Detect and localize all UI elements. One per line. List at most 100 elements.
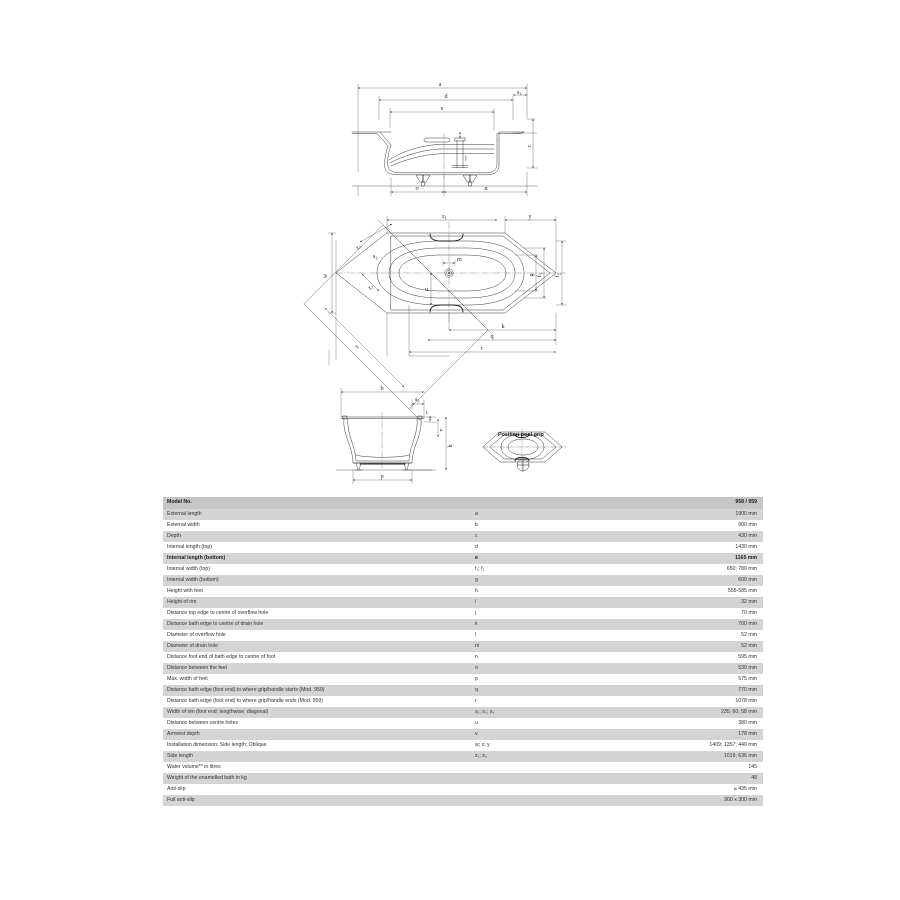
table-row: Anti-slip ⌀ 435 mm — [163, 784, 763, 795]
row-label: Height with feet — [163, 586, 471, 597]
row-label: Height of rim — [163, 597, 471, 608]
row-value: 770 mm — [619, 685, 763, 696]
row-label: Max. width of feet — [163, 674, 471, 685]
row-symbol: w; x; y — [471, 740, 619, 751]
dim-label-e: e — [441, 105, 444, 112]
row-symbol — [471, 795, 619, 806]
table-row: Installation dimension; Side length; Obl… — [163, 740, 763, 751]
row-label: Distance between the feet — [163, 663, 471, 674]
dim-label-z2: z2 — [366, 283, 375, 292]
row-symbol: o — [471, 663, 619, 674]
row-symbol: g — [471, 575, 619, 586]
row-value: 1165 mm — [619, 553, 763, 564]
table-row: Distance foot end of bath edge to centre… — [163, 652, 763, 663]
plan-view-group — [303, 215, 567, 421]
row-value: ⌀ 435 mm — [619, 784, 763, 795]
pool-grip-group — [482, 428, 567, 473]
dim-label-v: v — [438, 428, 445, 432]
row-symbol: d — [471, 542, 619, 553]
table-row: Distance bath edge (foot end) to where g… — [163, 696, 763, 707]
row-label: Internal width (bottom) — [163, 575, 471, 586]
row-label: Weight of the enamelled bath in kg — [163, 773, 471, 784]
row-value: 595 mm — [619, 652, 763, 663]
row-symbol: k — [471, 619, 619, 630]
row-value: 1078 mm — [619, 696, 763, 707]
row-symbol: r — [471, 696, 619, 707]
dim-label-b: b — [380, 385, 383, 392]
row-label: Distance foot end of bath edge to centre… — [163, 652, 471, 663]
table-row: Distance bath edge to centre of drain ho… — [163, 619, 763, 630]
dim-label-h: h — [447, 444, 454, 448]
row-label: Installation dimension; Side length; Obl… — [163, 740, 471, 751]
dim-label-j: j — [464, 154, 467, 161]
row-label: Armrest depth — [163, 729, 471, 740]
header-value: 958 / 959 — [619, 497, 763, 509]
dim-label-r: r — [481, 345, 483, 352]
row-value: 52 mm — [619, 641, 763, 652]
row-label: External width — [163, 520, 471, 531]
row-label: Internal length (top) — [163, 542, 471, 553]
dim-label-g: g — [528, 273, 535, 276]
dim-label-z1: z1 — [442, 213, 447, 220]
row-symbol: h — [471, 586, 619, 597]
row-value: 48 — [619, 773, 763, 784]
row-value: 900 mm — [619, 520, 763, 531]
row-label: Internal width (top) — [163, 564, 471, 575]
row-value: 530 mm — [619, 663, 763, 674]
row-value: 575 mm — [619, 674, 763, 685]
dim-label-s1: s1 — [517, 89, 522, 96]
row-label: Distance bath edge (foot end) to where g… — [163, 685, 471, 696]
dim-label-a: a — [439, 81, 442, 88]
dim-label-s2: s2 — [373, 253, 378, 260]
row-value: 1409; 1357; 440 mm — [619, 740, 763, 751]
row-value: 555-585 mm — [619, 586, 763, 597]
row-symbol: l — [471, 630, 619, 641]
dim-label-s3: s3 — [415, 396, 420, 403]
dim-label-o: o — [415, 185, 418, 192]
row-label: Diameter of overflow hole — [163, 630, 471, 641]
row-symbol: p — [471, 674, 619, 685]
row-symbol: u — [471, 718, 619, 729]
table-row: Weight of the enamelled bath in kg 48 — [163, 773, 763, 784]
dim-label-d: d — [444, 93, 448, 100]
row-value: 600 mm — [619, 575, 763, 586]
dim-label-u: u — [425, 286, 428, 293]
side-elevation-group — [351, 83, 538, 197]
row-label: Full anti-slip — [163, 795, 471, 806]
row-symbol: c — [471, 531, 619, 542]
row-label: Distance bath edge (foot end) to where g… — [163, 696, 471, 707]
row-symbol — [471, 762, 619, 773]
table-row: Width of rim (foot end; lengthwise; diag… — [163, 707, 763, 718]
row-label: Side length — [163, 751, 471, 762]
dim-label-z1-diagonal: z1 — [354, 243, 363, 252]
row-symbol — [471, 773, 619, 784]
header-label: Model No. — [163, 497, 471, 509]
row-value: 380 mm — [619, 718, 763, 729]
row-value: 1019; 636 mm — [619, 751, 763, 762]
row-symbol: b — [471, 520, 619, 531]
row-symbol: f₁; f₂ — [471, 564, 619, 575]
row-symbol: i — [471, 597, 619, 608]
table-header-row: Model No. 958 / 959 — [163, 497, 763, 509]
dim-label-f2: f2 — [554, 273, 561, 277]
row-label: Width of rim (foot end; lengthwise; diag… — [163, 707, 471, 718]
row-label: Anti-slip — [163, 784, 471, 795]
row-symbol: s₁; s₂; s₃ — [471, 707, 619, 718]
dim-label-i: i — [426, 409, 428, 416]
dim-label-q: q — [490, 333, 493, 340]
row-symbol: v — [471, 729, 619, 740]
row-symbol: e — [471, 553, 619, 564]
dim-label-y: y — [528, 213, 532, 220]
row-label: Distance bath edge to centre of drain ho… — [163, 619, 471, 630]
dim-label-f1: f1 — [536, 273, 543, 277]
